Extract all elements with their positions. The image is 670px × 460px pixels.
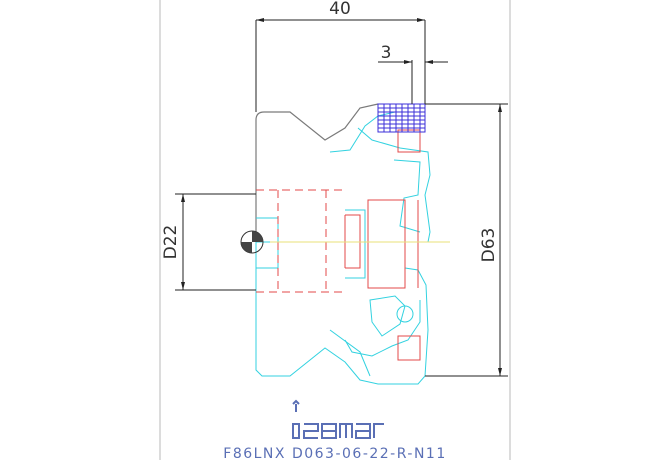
dimension-diameter: D63 — [425, 103, 508, 377]
cutter-profile — [255, 111, 431, 385]
dimension-bore-label: D22 — [161, 225, 181, 260]
drawing-frame — [159, 0, 511, 460]
dimension-bore: D22 — [161, 193, 256, 291]
center-axis — [240, 230, 450, 254]
dimension-length: 40 — [255, 0, 426, 112]
dimension-diameter-label: D63 — [479, 228, 499, 263]
dimension-offset: 3 — [378, 43, 448, 104]
tool-body-outline — [255, 103, 379, 242]
insert-hatch — [377, 103, 426, 133]
part-number-caption: F86LNX D063-06-22-R-N11 — [223, 446, 446, 460]
hidden-lines — [256, 129, 421, 361]
dimension-offset-label: 3 — [381, 43, 392, 63]
iscar-logo — [292, 399, 384, 439]
dimension-length-label: 40 — [329, 0, 351, 19]
